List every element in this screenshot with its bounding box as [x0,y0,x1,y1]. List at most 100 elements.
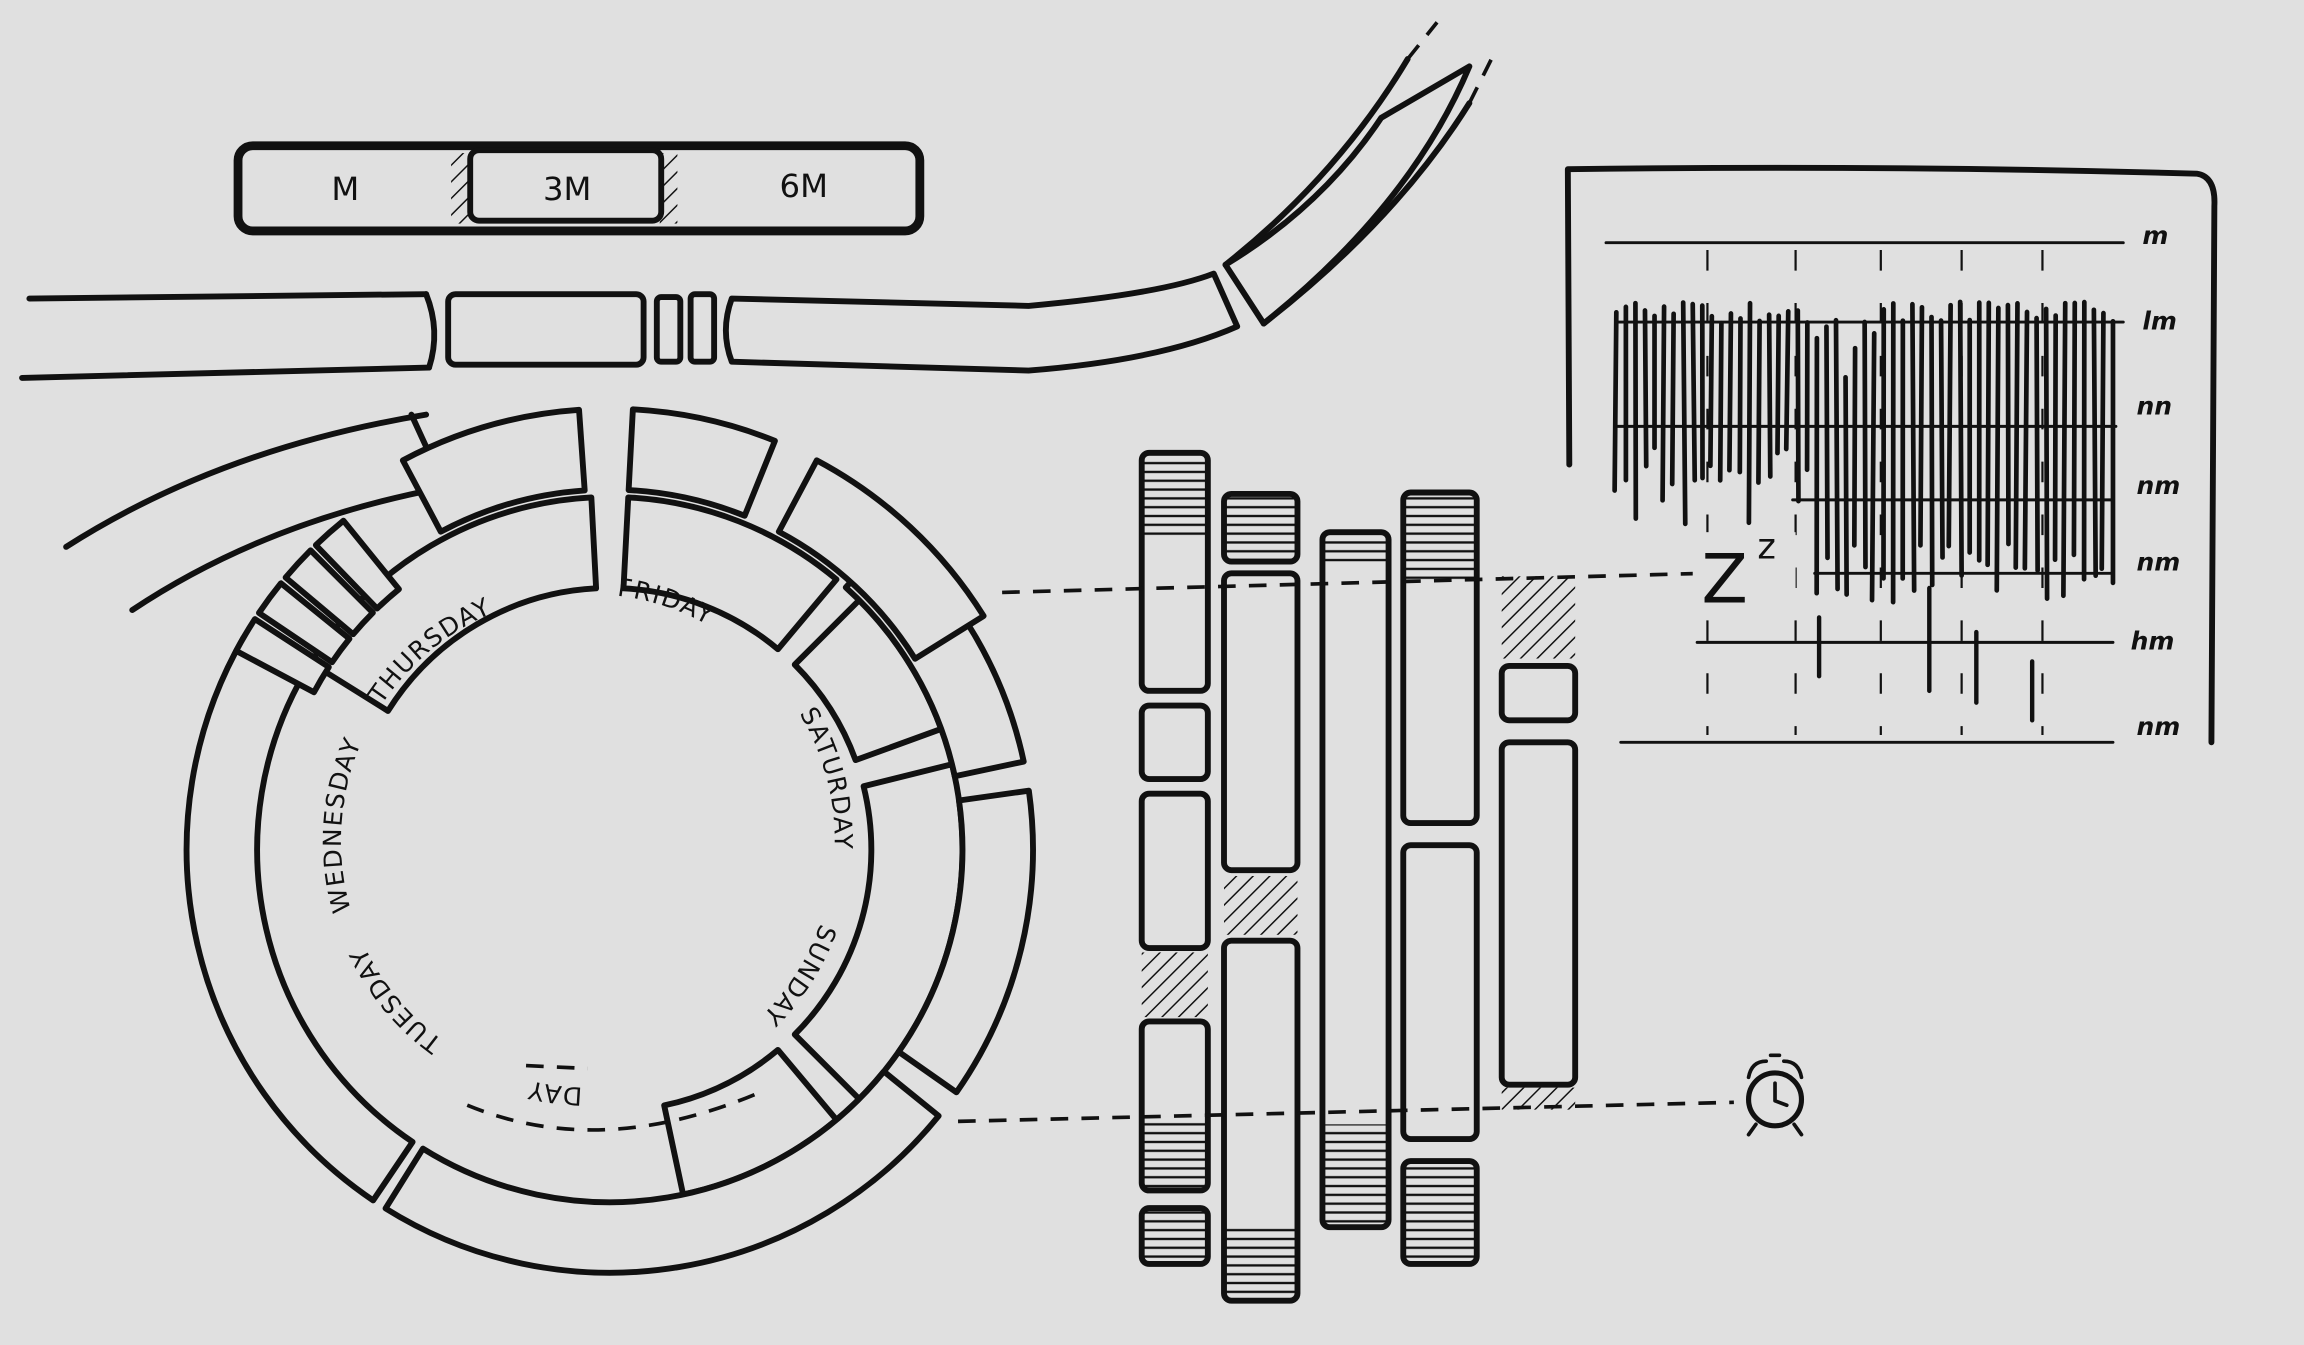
sleep-stage-bar [2071,300,2078,558]
sleep-stage-bar [1843,374,1849,597]
sleep-stage-bar [1910,301,1917,593]
day-label-tuesday[interactable]: TUESDAY [344,943,448,1060]
timeline-segment[interactable] [687,291,718,365]
sleep-stage-bar [2022,309,2030,571]
timeline-road [1260,100,1473,327]
axis-label: nm [2136,547,2180,576]
sleep-stage-bar [1862,319,1868,570]
sleep-column-segment[interactable] [1400,842,1480,1142]
deep-sleep-fill [1141,452,1208,541]
deep-sleep-fill [1224,1227,1298,1301]
axis-label: hm [2131,627,2175,656]
sleep-column-segment[interactable] [1221,937,1301,1304]
sleep-column-segment[interactable] [1400,489,1480,827]
dial-small-segment[interactable] [312,517,402,612]
sleep-column-segment[interactable] [1138,702,1211,782]
outer-arc [63,411,430,550]
deep-sleep-fill [1322,532,1389,562]
dial-outer-segment[interactable] [183,635,416,1204]
alarm-clock-icon[interactable] [1746,1053,1805,1137]
selected-hatch [451,153,472,224]
sleep-column-segment[interactable] [1221,491,1301,565]
sleep-marker-z-small: z [1757,527,1776,568]
axis-label: nm [2136,712,2180,741]
wake-connector [957,1100,1734,1124]
sleep-stage-bar [1669,311,1676,487]
range-option-label: M [331,170,359,208]
dial-top-segment[interactable] [775,457,987,662]
sleep-column-segment[interactable] [1400,1158,1480,1267]
sleep-stage-bar [1824,324,1830,561]
sleep-stage-bar [1708,313,1715,469]
sleep-stage-bar [1717,320,1724,483]
sleep-stage-bar [1737,316,1743,475]
timeline-road [1222,56,1411,268]
timeline-segment[interactable] [445,291,647,368]
dial-inner-dashed-arc [466,1088,765,1132]
dial-outer-segment[interactable] [895,787,1036,1096]
range-option-m[interactable]: M [331,170,359,208]
sleep-chart-panel: m lm nn nm nm hm nm Z z [1564,164,2218,746]
range-selector-frame [233,141,925,236]
sleep-column-segment[interactable] [1138,1018,1211,1194]
deep-sleep-fill [1141,1116,1208,1191]
outer-arc [129,485,444,613]
dial-top-segment[interactable] [399,406,588,535]
sleep-stage-bar [1783,309,1791,452]
dial-inner-segment[interactable] [620,494,840,653]
sleep-stage-bar [1642,308,1649,469]
axis-label: lm [2142,306,2177,335]
deep-sleep-fill [1224,493,1298,562]
day-label-wednesday[interactable]: WEDNESDAY [318,733,367,916]
sleep-stage-bar [1869,331,1877,603]
sleep-stage-bar [1766,312,1773,479]
timeline-segment [1222,63,1473,327]
sleep-stage-bar [1660,304,1667,503]
sleep-column-segment[interactable] [1498,739,1579,1088]
range-selector: M 3M 6M [233,141,925,236]
sleep-stage-bar [1690,301,1698,483]
sleep-stage-bar [1680,300,1688,527]
timeline-segment[interactable] [653,294,684,365]
sleep-stage-bar [1746,300,1753,526]
sleep-stage-bar [1929,314,1935,588]
sleep-column-segment[interactable] [1138,449,1211,694]
week-dial: MONDAY TUESDAY WEDNESDAY THURSDAY FRIDAY… [0,0,1036,1276]
bedtime-connector [1002,571,1705,595]
sleep-stage-bar [2043,306,2050,601]
sleep-stage-bar [1795,308,1801,504]
dial-outer-segment[interactable] [382,1068,942,1276]
sleep-stage-bar [2013,301,2020,570]
sleep-column-segment[interactable] [1221,570,1301,874]
dial-small-segment[interactable] [233,616,332,696]
axis-label: m [2142,221,2168,250]
awake-hatch [1501,1087,1576,1110]
zz-icon: Z z [1692,527,1796,619]
sleep-stage-bar [2005,302,2011,547]
dial-top-segment[interactable] [625,406,778,519]
sleep-stage-bar [1938,318,1945,560]
dial-small-segment[interactable] [282,547,376,638]
range-option-6m[interactable]: 6M [780,167,828,205]
sleep-stage-bar [1727,311,1734,473]
sleep-column-segment[interactable] [1138,790,1211,951]
awake-hatch [1141,952,1208,1018]
dial-inner-dashed-arc [525,1063,588,1071]
awake-hatch [1224,876,1298,935]
sleep-stage-bar [2099,310,2106,572]
axis-label: nn [2136,392,2172,421]
sleep-stage-bar [1756,318,1762,485]
deep-sleep-fill [1403,1161,1477,1264]
timeline-segment [423,291,438,371]
sleep-stage-bar [1775,313,1782,456]
sleep-stage-bar [1957,299,1964,578]
timeline-segment[interactable] [723,270,1241,374]
range-option-3m[interactable]: 3M [451,147,678,224]
awake-hatch [1501,576,1576,659]
sleep-column-segment[interactable] [1498,662,1579,724]
sleep-column-segment[interactable] [1319,529,1392,1231]
sleep-column-segment[interactable] [1138,1205,1211,1267]
dial-small-segment[interactable] [256,580,353,666]
sleep-stage-bar [2034,315,2040,573]
